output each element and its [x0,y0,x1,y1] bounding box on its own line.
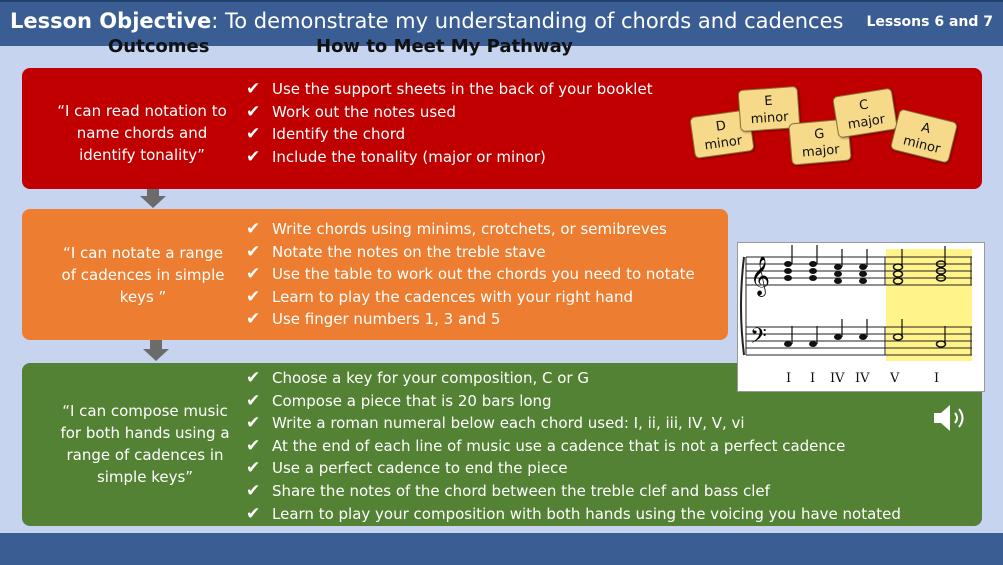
step-text: At the end of each line of music use a c… [272,436,846,455]
roman-numeral: I [934,371,940,386]
step-item: ✔ Learn to play the cadences with your ri… [246,286,695,309]
step-item: ✔ Use the support sheets in the back of y… [246,78,653,101]
steps-list-1: ✔ Use the support sheets in the back of y… [246,78,653,168]
lessons-label: Lessons 6 and 7 [866,14,993,30]
roman-numeral: IV [830,371,845,386]
step-item: ✔ Learn to play your composition with bot… [246,503,901,526]
step-item: ✔ Write a roman numeral below each chord … [246,412,901,435]
down-arrow-icon [143,349,169,361]
outcome-row-notate-cadences [22,209,728,340]
arrow-stem [150,340,162,350]
check-icon: ✔ [246,146,261,167]
step-text: Choose a key for your composition, C or … [272,369,589,387]
lesson-objective-text: : To demonstrate my understanding of cho… [211,9,844,33]
check-icon: ✔ [246,368,261,388]
pathway-heading: How to Meet My Pathway [316,36,573,57]
outcome-text-3: “I can compose music for both hands usin… [60,402,230,486]
step-text: Share the notes of the chord between the… [272,481,770,500]
step-item: ✔ Notate the notes on the treble stave [246,241,695,264]
check-icon: ✔ [246,435,261,456]
step-item: ✔ Work out the notes used [246,101,653,124]
step-text: Include the tonality (major or minor) [272,147,546,166]
steps-list-3: ✔ Choose a key for your composition, C or… [246,367,901,525]
step-text: Learn to play the cadences with your rig… [272,287,634,306]
check-icon: ✔ [246,219,261,239]
step-text: Identify the chord [272,125,406,144]
step-text: Write a roman numeral below each chord u… [272,414,745,433]
outcomes-heading: Outcomes [108,36,210,57]
speaker-icon[interactable] [932,402,972,434]
step-text: Notate the notes on the treble stave [272,242,546,261]
down-arrow-icon [140,196,166,208]
cadence-highlight [886,249,972,361]
check-icon: ✔ [246,286,261,307]
step-text: Compose a piece that is 20 bars long [272,391,552,410]
check-icon: ✔ [246,124,261,145]
check-icon: ✔ [246,241,261,262]
bottom-bar [0,533,1003,565]
check-icon: ✔ [246,309,261,330]
step-item: ✔ Write chords using minims, crotchets, o… [246,218,695,241]
roman-numeral: IV [855,371,870,386]
roman-numeral: V [890,371,900,386]
step-item: ✔ Share the notes of the chord between th… [246,480,901,503]
step-text: Use the table to work out the chords you… [272,265,695,284]
step-item: ✔ Use finger numbers 1, 3 and 5 [246,308,695,331]
check-icon: ✔ [246,503,261,524]
bass-clef-icon: 𝄢 [750,324,767,354]
brace-icon [740,256,745,356]
outcome-text-1: “I can read notation to name chords and … [57,102,227,164]
step-text: Write chords using minims, crotchets, or… [272,220,667,238]
step-item: ✔ Use the table to work out the chords yo… [246,263,695,286]
title-bar: Lesson Objective: To demonstrate my unde… [0,0,1003,46]
step-text: Use a perfect cadence to end the piece [272,459,568,478]
cadence-music-example: 𝄞 𝄢 I I IV IV V I [737,242,985,392]
step-item: ✔ At the end of each line of music use a … [246,435,901,458]
steps-list-2: ✔ Write chords using minims, crotchets, o… [246,218,695,331]
step-item: ✔ Use a perfect cadence to end the piece [246,457,901,480]
step-text: Work out the notes used [272,102,456,121]
chord-card-quality: major [801,142,841,161]
step-item: ✔ Identify the chord [246,123,653,146]
step-item: ✔ Choose a key for your composition, C or… [246,367,901,390]
step-item: ✔ Compose a piece that is 20 bars long [246,390,901,413]
check-icon: ✔ [246,480,261,501]
lesson-objective-label: Lesson Objective [10,9,212,33]
check-icon: ✔ [246,79,261,99]
check-icon: ✔ [246,390,261,411]
arrow-stem [147,189,159,197]
outcome-text-2: “I can notate a range of cadences in sim… [61,244,225,306]
roman-numeral: I [810,371,816,386]
step-text: Learn to play your composition with both… [272,504,901,523]
check-icon: ✔ [246,458,261,479]
check-icon: ✔ [246,413,261,434]
check-icon: ✔ [246,264,261,285]
step-text: Use the support sheets in the back of yo… [272,80,653,98]
check-icon: ✔ [246,101,261,122]
lesson-objective: Lesson Objective: To demonstrate my unde… [10,9,843,33]
roman-numeral: I [786,371,792,386]
step-item: ✔ Include the tonality (major or minor) [246,146,653,169]
music-staff-image: 𝄞 𝄢 [740,245,972,361]
treble-clef-icon: 𝄞 [750,256,770,297]
step-text: Use finger numbers 1, 3 and 5 [272,310,501,329]
